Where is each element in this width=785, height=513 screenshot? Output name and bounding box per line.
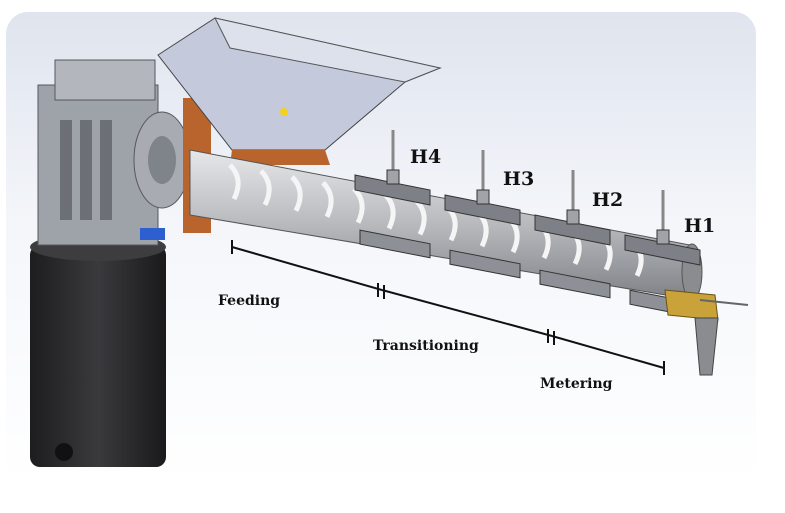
heater-label-h2: H2	[592, 189, 624, 211]
zone-dimension-lines	[231, 240, 665, 375]
gearbox	[37, 59, 191, 246]
nozzle	[664, 289, 749, 376]
heater-label-h1: H1	[684, 215, 716, 237]
screw-flight	[321, 180, 334, 218]
zone-label-transitioning: Transitioning	[373, 338, 479, 354]
zone-label-feeding: Feeding	[218, 293, 281, 309]
heater-label-h4: H4	[410, 146, 442, 168]
screw-flight	[352, 186, 365, 224]
screw-flight	[290, 175, 303, 212]
motor	[30, 233, 166, 467]
heater-band	[534, 170, 611, 299]
heater-band	[354, 130, 431, 259]
heater-band	[444, 150, 521, 279]
screw-flight	[259, 169, 272, 207]
zone-label-metering: Metering	[540, 376, 613, 392]
heater-label-h3: H3	[503, 168, 535, 190]
heater-bands	[354, 130, 701, 319]
barrel	[189, 149, 703, 301]
screw-flight	[228, 163, 241, 201]
hopper	[157, 17, 442, 165]
